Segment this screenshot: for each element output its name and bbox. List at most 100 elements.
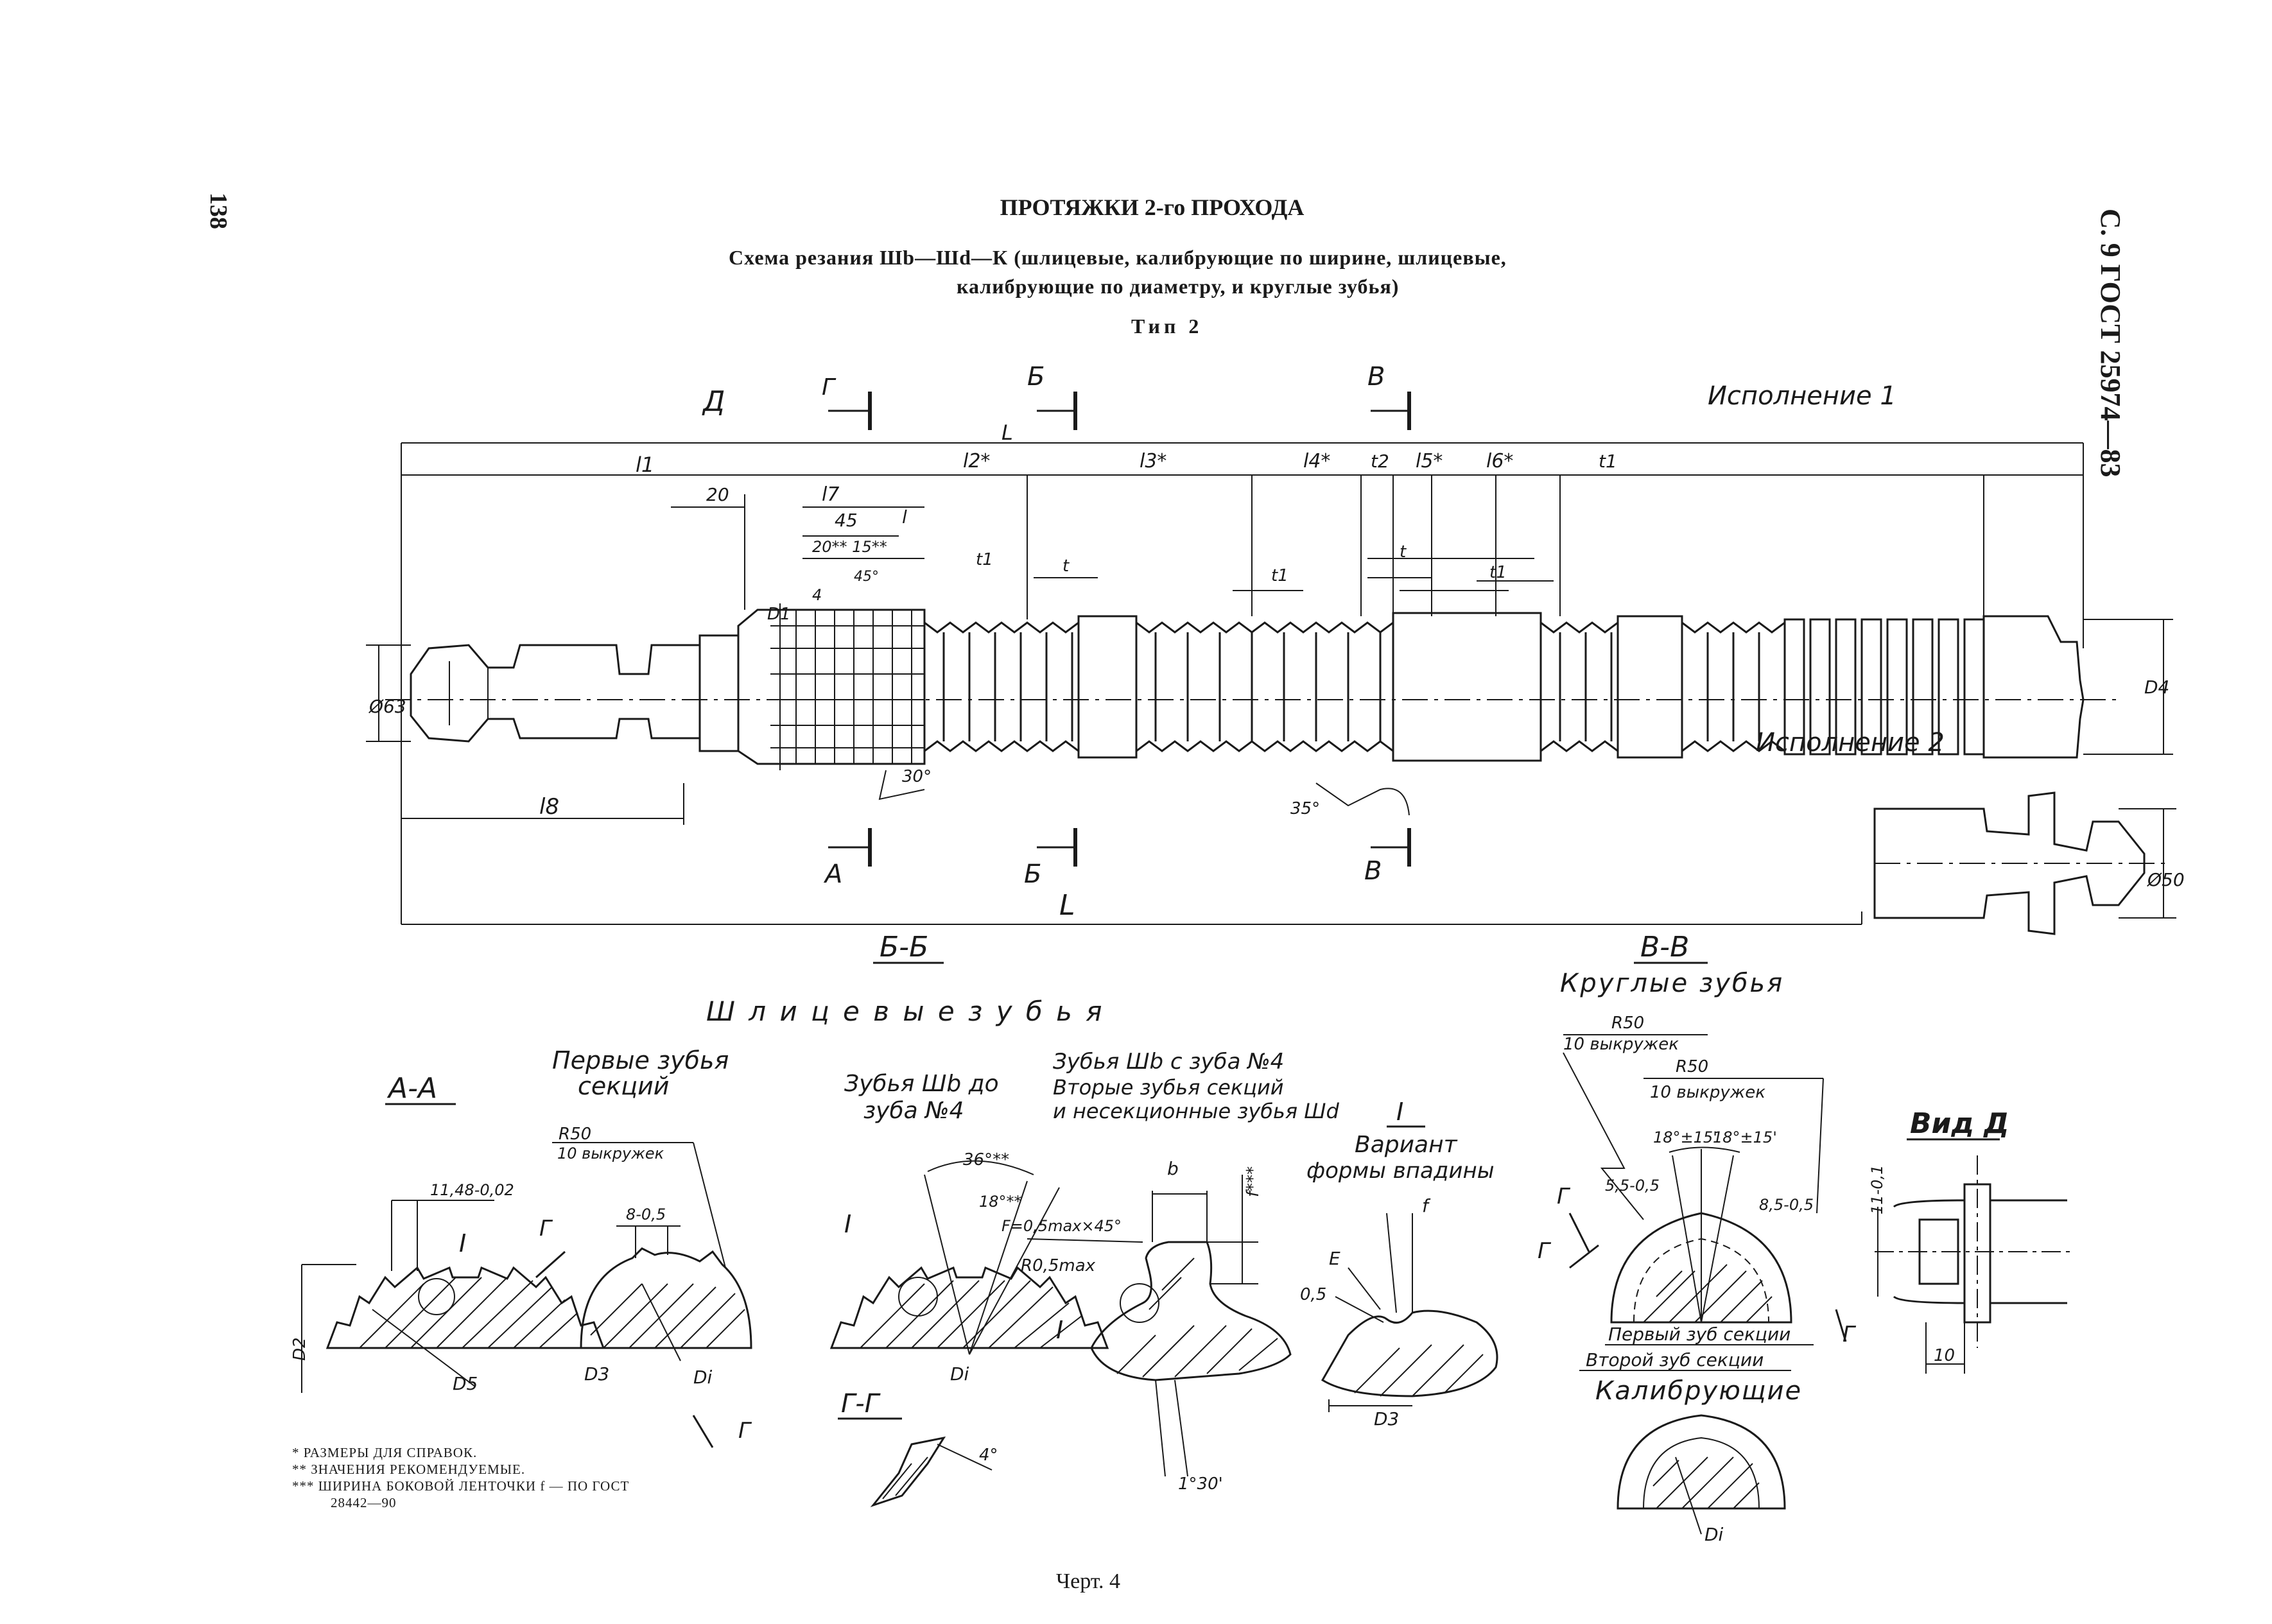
wb4-line-2: зуба №4 [863, 1098, 964, 1124]
vv-angle-18a: 18°±15' [1653, 1128, 1717, 1146]
aa-D5: D5 [453, 1373, 478, 1394]
aa-D2: D2 [290, 1337, 309, 1361]
dim-l3: l3* [1140, 450, 1166, 472]
section-variant: I Вариант формы впадины f E 0,5 D3 [1300, 1098, 1498, 1430]
vv-calibrating: Калибрующие [1595, 1376, 1802, 1406]
vv-dim-85: 8,5-0,5 [1759, 1196, 1814, 1214]
section-wb-to-4: Зубья Шb до зуба №4 36°** 18°** I Di Г-Г [829, 1071, 1109, 1508]
aa-detail-I: I [459, 1229, 466, 1257]
dim-45: 45 [835, 510, 858, 531]
vv-r50-a: R50 [1611, 1014, 1644, 1033]
vd-label: Вид Д [1910, 1107, 2009, 1140]
dim-angle-35: 35° [1290, 799, 1320, 818]
first-mark-g2: Г [738, 1418, 752, 1444]
note-3: *** ШИРИНА БОКОВОЙ ЛЕНТОЧКИ f — ПО ГОСТ [292, 1478, 630, 1494]
section-vv-label: В-В [1640, 931, 1689, 963]
section-vv-round: R50 10 выкружек R50 10 выкружек 18°±15' … [1538, 1014, 1857, 1545]
vv-Di: Di [1704, 1524, 1724, 1545]
dim-l6: l6* [1486, 450, 1513, 472]
view-label-d: Д [702, 385, 725, 418]
type-label: Тип 2 [1131, 315, 1203, 338]
first-r50: R50 [559, 1125, 591, 1144]
vv-mark-g1: Г [1557, 1184, 1571, 1209]
dim-d50: Ø50 [2147, 869, 2185, 890]
section-mark-g-top: Г [822, 374, 837, 401]
dim-t1-top: t1 [1599, 451, 1617, 472]
note-2: ** ЗНАЧЕНИЯ РЕКОМЕНДУЕМЫЕ. [292, 1462, 526, 1477]
dim-l1: l1 [636, 453, 654, 477]
vd-dim-11: 11-0,1 [1868, 1165, 1886, 1214]
dim-t-zone2: t [1400, 542, 1407, 562]
dim-angle-30: 30° [902, 767, 932, 786]
first-10-vykr: 10 выкружек [557, 1145, 664, 1162]
dim-t2: t2 [1371, 451, 1389, 472]
figure-caption: Черт. 4 [1056, 1569, 1121, 1593]
dim-l2: l2* [963, 450, 990, 472]
dim-20-15: 20** 15** [812, 538, 887, 556]
section-mark-b-top: Б [1027, 362, 1045, 392]
section-mark-v-top: В [1367, 362, 1385, 392]
gg-angle-4: 4° [979, 1446, 998, 1465]
broach-main-view [385, 609, 2170, 935]
section-view-d: Вид Д 11-0,1 10 [1868, 1107, 2074, 1374]
aa-dim-1148: 11,48-0,02 [430, 1181, 514, 1199]
dim-t-zone1: t [1062, 557, 1070, 576]
wb4-line-1: Зубья Шb до [844, 1071, 999, 1097]
first-teeth-line-2: секций [578, 1072, 669, 1100]
first-teeth-line-1: Первые зубья [552, 1046, 729, 1075]
wb4-angle-36: 36°** [963, 1150, 1009, 1170]
dim-t1-zone3: t1 [1489, 563, 1507, 582]
aa-label: А-А [386, 1072, 437, 1105]
vv-dim-55: 5,5-0,5 [1605, 1177, 1660, 1195]
section-mark-a-bottom: А [823, 860, 842, 889]
section-wd: Зубья Шb с зуба №4 Вторые зубья секций и… [1002, 1049, 1340, 1494]
first-Di: Di [693, 1367, 713, 1388]
page-title: ПРОТЯЖКИ 2-го ПРОХОДА [1000, 194, 1305, 220]
first-dim-8: 8-0,5 [626, 1205, 666, 1223]
vv-10-b: 10 выкружек [1650, 1083, 1765, 1102]
wd-angle-130: 1°30' [1178, 1474, 1223, 1494]
var-detail-I: I [1396, 1098, 1403, 1126]
dim-l4: l4* [1303, 450, 1330, 472]
side-header: С. 9 ГОСТ 25974—83 [2095, 209, 2126, 478]
dim-l7: l7 [822, 483, 839, 506]
dim-D1: D1 [767, 605, 791, 624]
section-aa: А-А 11,48-0,02 I D2 D5 [290, 1072, 605, 1394]
wb4-angle-18: 18°** [979, 1193, 1022, 1211]
wb4-Di: Di [950, 1363, 969, 1385]
section-bb-label: Б-Б [880, 931, 928, 963]
section-mark-v-bottom: В [1364, 856, 1382, 886]
wd-dim-b: b [1167, 1158, 1179, 1179]
section-bb-title: Ш л и ц е в ы е з у б ь я [706, 996, 1105, 1027]
wd-detail-I: I [1056, 1316, 1063, 1344]
wd-line-2: Вторые зубья секций [1053, 1075, 1284, 1100]
dim-d63: Ø63 [369, 696, 406, 717]
wd-radius-R: R0,5max [1021, 1256, 1096, 1275]
vv-mark-g3: Г [1843, 1322, 1857, 1347]
wb4-detail-I: I [844, 1210, 851, 1238]
section-marks [828, 392, 1411, 867]
wd-line-3: и несекционные зубья Шd [1053, 1099, 1340, 1123]
vd-dim-10: 10 [1934, 1346, 1955, 1365]
subtitle-line-2: калибрующие по диаметру, и круглые зубья… [957, 275, 1400, 298]
var-D3: D3 [1374, 1408, 1399, 1430]
section-first-teeth: Первые зубья секций R50 10 выкружек 8-0,… [535, 1046, 752, 1448]
vv-second-tooth: Второй зуб секции [1586, 1349, 1764, 1370]
wd-dim-f: f*** [1244, 1166, 1263, 1197]
first-mark-g1: Г [539, 1216, 553, 1241]
var-dim-f: f [1422, 1195, 1431, 1216]
dim-t1-zone2: t1 [1271, 566, 1288, 585]
footnotes: * РАЗМЕРЫ ДЛЯ СПРАВОК. ** ЗНАЧЕНИЯ РЕКОМ… [292, 1444, 629, 1511]
var-line-2: формы впадины [1306, 1158, 1495, 1184]
dimension-lines [366, 442, 2176, 925]
dim-20: 20 [706, 484, 729, 505]
dim-t1-zone1: t1 [976, 550, 993, 569]
note-1: * РАЗМЕРЫ ДЛЯ СПРАВОК. [292, 1445, 478, 1460]
vv-mark-g2: Г [1538, 1238, 1552, 1264]
vv-angle-18b: 18°±15' [1713, 1128, 1777, 1146]
var-dim-05: 0,5 [1300, 1285, 1326, 1304]
page-number: 138 [205, 193, 232, 229]
note-4: 28442—90 [331, 1495, 397, 1510]
section-mark-b-bottom: Б [1024, 860, 1041, 889]
subtitle-line-1: Схема резания Шb—Шd—К (шлицевые, калибру… [729, 246, 1507, 269]
